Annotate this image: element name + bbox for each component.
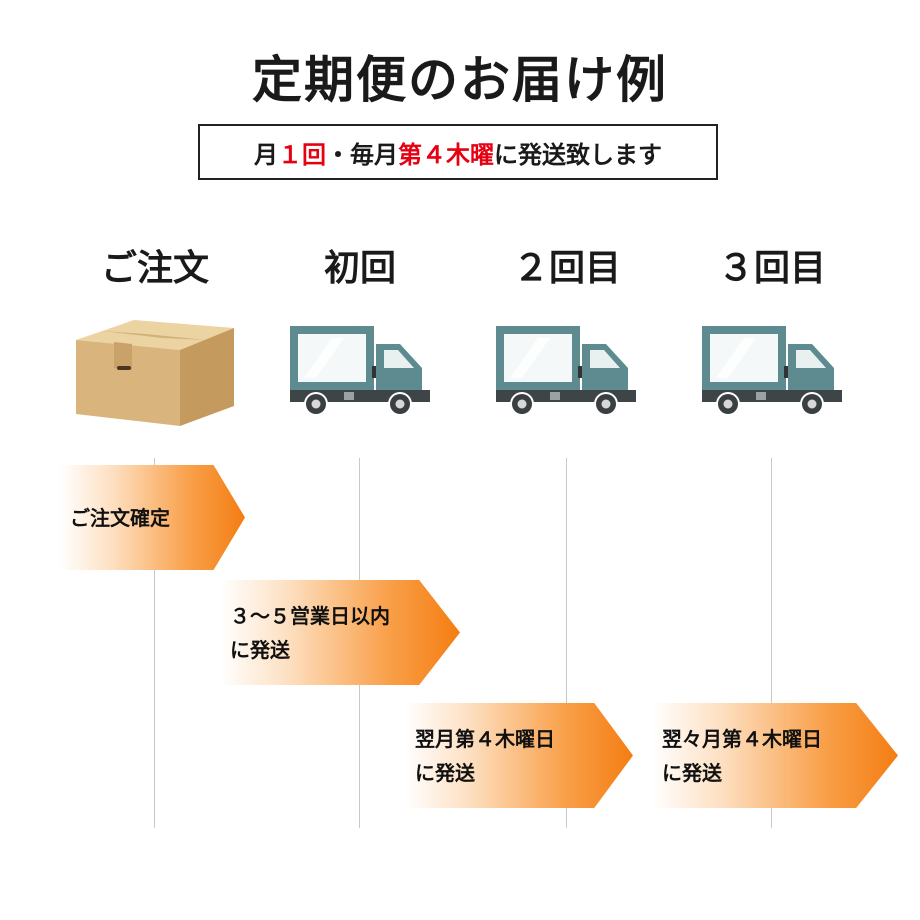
timeline-line-second	[566, 458, 567, 828]
arrow-shape	[60, 465, 245, 570]
delivery-truck-icon	[702, 326, 842, 416]
subtitle-text-every-month: ・毎月	[326, 140, 398, 169]
delivery-truck-icon	[496, 326, 636, 416]
arrow-text-line1: ご注文確定	[70, 505, 170, 530]
arrow-text-line2: に発送	[415, 760, 475, 785]
timeline-arrow-second-shipment: 翌月第４木曜日 に発送	[405, 703, 633, 808]
page-title: 定期便のお届け例	[252, 51, 668, 109]
timeline-arrow-third-shipment: 翌々月第４木曜日 に発送	[652, 703, 898, 808]
subtitle-highlight-fourth-thursday: 第４木曜	[398, 140, 494, 169]
arrow-text: ご注文確定	[70, 465, 170, 570]
step-label-order: ご注文	[100, 248, 209, 289]
step-label-first: 初回	[323, 248, 396, 289]
delivery-schedule-banner: 月 １回 ・毎月 第４木曜 に発送致します	[198, 124, 718, 180]
arrow-shape	[652, 703, 898, 808]
timeline-arrow-first-shipment: ３～５営業日以内 に発送	[220, 580, 460, 685]
timeline-line-order	[154, 458, 155, 828]
arrow-text: ３～５営業日以内 に発送	[230, 580, 390, 685]
arrow-text-line1: ３～５営業日以内	[230, 603, 390, 628]
subtitle-highlight-once: １回	[278, 140, 326, 169]
arrow-text-line2: に発送	[662, 760, 722, 785]
cardboard-box-icon	[76, 320, 234, 426]
delivery-truck-icon	[290, 326, 430, 416]
step-label-second: ２回目	[512, 248, 621, 289]
subtitle-text-month: 月	[254, 140, 278, 169]
subtitle-text-ship: に発送致します	[494, 140, 662, 169]
timeline-arrow-order-confirmed: ご注文確定	[60, 465, 245, 570]
arrow-text-line2: に発送	[230, 637, 290, 662]
arrow-shape	[405, 703, 633, 808]
step-label-third: ３回目	[717, 248, 826, 289]
arrow-text: 翌月第４木曜日 に発送	[415, 703, 555, 808]
arrow-text-line1: 翌月第４木曜日	[415, 726, 555, 751]
arrow-text-line1: 翌々月第４木曜日	[662, 726, 822, 751]
timeline-line-third	[771, 458, 772, 828]
arrow-shape	[220, 580, 460, 685]
arrow-text: 翌々月第４木曜日 に発送	[662, 703, 822, 808]
